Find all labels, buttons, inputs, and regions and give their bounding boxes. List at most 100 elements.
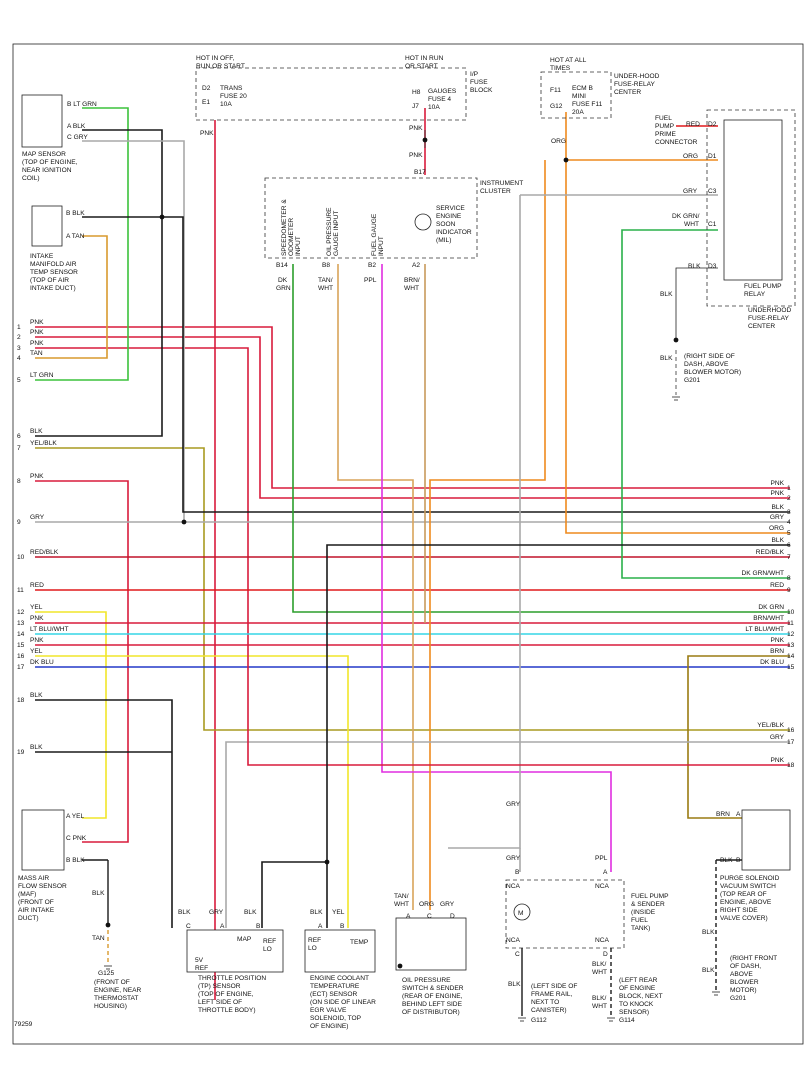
instrument-cluster-label: CLUSTER: [480, 188, 511, 195]
left-wire-number: 8: [17, 478, 21, 485]
instrument-cluster-box: [264, 177, 478, 259]
fuel-pump-label: FUEL: [631, 917, 648, 924]
hot-all-times-label: TIMES: [550, 65, 571, 72]
oil-switch-label: BEHIND LEFT SIDE: [402, 1001, 463, 1008]
right-wire-number: 11: [787, 620, 794, 627]
iat-sensor-label: INTAKE: [30, 253, 54, 260]
fuel-pump-box: [505, 879, 625, 949]
trans-fuse-label: FUSE 20: [220, 93, 247, 100]
pin-b17: B17: [414, 169, 426, 176]
left-wire-label: YEL/BLK: [30, 440, 57, 447]
left-wire-label: RED/BLK: [30, 549, 59, 556]
ect-ref-lo-label: LO: [308, 945, 317, 952]
right-wire-number: 8: [787, 575, 791, 582]
trans-fuse-label: 10A: [220, 101, 232, 108]
left-wire-number: 1: [17, 324, 21, 331]
wire-pnk-18: [247, 640, 790, 766]
right-wire-label: PNK: [770, 757, 784, 764]
left-wire-number: 9: [17, 519, 21, 526]
ground-icons: [104, 396, 720, 1022]
right-wire-label: PNK: [770, 637, 784, 644]
dk-grn-wht-label: DK GRN/: [672, 213, 700, 220]
right-wire-label: GRY: [770, 734, 785, 741]
iat-sensor-label: (TOP OF AIR: [30, 277, 69, 284]
ect-sensor-label: TEMPERATURE: [310, 983, 360, 990]
hot-run-start-label: HOT IN RUN: [405, 55, 444, 62]
tp-sensor: [186, 929, 284, 973]
wire-dk-grn: [292, 264, 790, 613]
gauges-fuse-label: 10A: [428, 104, 440, 111]
left-wire-label: PNK: [30, 319, 44, 326]
fuel-pump-label: & SENDER: [631, 901, 665, 908]
right-wire-label: RED: [770, 582, 784, 589]
brn-label: BRN: [716, 811, 730, 818]
ses-indicator-label: SERVICE: [436, 205, 465, 212]
maf-pin-b: B BLK: [66, 857, 85, 864]
ground-note-label: BLOCK, NEXT: [619, 993, 663, 1000]
pin-b14: B14: [276, 262, 288, 269]
nca-label: NCA: [506, 883, 521, 890]
right-wire-label: BRN/WHT: [753, 615, 784, 622]
right-wire-number: 5: [787, 530, 791, 537]
left-wire-number: 10: [17, 554, 25, 561]
pnk-label: PNK: [409, 152, 423, 159]
purge-solenoid-label: (TOP REAR OF: [720, 891, 767, 898]
right-wire-label: ORG: [769, 525, 784, 532]
tan-wht-label: TAN/: [394, 893, 409, 900]
wire-left-2: [35, 336, 790, 499]
wire-left-18: [35, 699, 173, 928]
cluster-input-label: SPEEDOMETER &: [281, 199, 288, 256]
left-wire-number: 19: [17, 749, 25, 756]
blk-label: BLK: [720, 857, 733, 864]
gauges-fuse-label: GAUGES: [428, 88, 457, 95]
ip-fuse-block-label: I/P: [470, 71, 479, 78]
right-wire-number: 1: [787, 485, 791, 492]
right-wire-number: 13: [787, 642, 795, 649]
left-wire-label: BLK: [30, 428, 43, 435]
ground-note-label: (LEFT SIDE OF: [531, 983, 577, 990]
ecm-fuse-label: 20A: [572, 109, 584, 116]
pin-a: A: [220, 923, 225, 930]
left-wire-number: 17: [17, 664, 25, 671]
ground-note-label: (FRONT OF: [94, 979, 130, 986]
left-wire-number: 16: [17, 653, 25, 660]
pin-d3: D3: [708, 263, 717, 270]
wire-left-1: [35, 326, 790, 489]
underhood-center-label: CENTER: [748, 323, 775, 330]
ground-note-label: TO KNOCK: [619, 1001, 654, 1008]
gry-label: GRY: [506, 801, 521, 808]
gry-label: GRY: [440, 901, 455, 908]
ground-g201-label: G201: [730, 995, 746, 1002]
map-sensor-label: MAP SENSOR: [22, 151, 66, 158]
oil-switch-label: (REAR OF ENGINE,: [402, 993, 463, 1000]
fuel-pump-relay-label: RELAY: [744, 291, 766, 298]
left-wire-label: PNK: [30, 340, 44, 347]
cluster-input-label: FUEL GAUGE: [371, 213, 378, 256]
ecm-fuse-block: [540, 71, 612, 119]
ground-note-label: FRAME RAIL,: [531, 991, 573, 998]
left-wire-label: RED: [30, 582, 44, 589]
right-wire-number: 9: [787, 587, 791, 594]
ppl-label: PPL: [595, 855, 608, 862]
ppl-label: PPL: [364, 277, 377, 284]
left-wire-number: 13: [17, 620, 25, 627]
tp-5v-ref-label: 5V: [195, 957, 204, 964]
tan-label: TAN: [92, 935, 105, 942]
left-wire-label: BLK: [30, 692, 43, 699]
pin-d2: D2: [202, 85, 211, 92]
hot-off-run-start-label: HOT IN OFF,: [196, 55, 235, 62]
pin-d2: D2: [708, 121, 717, 128]
fuel-pump-label: TANK): [631, 925, 650, 932]
ecm-fuse-label: FUSE F11: [572, 101, 603, 108]
tp-5v-ref-label: REF: [195, 965, 208, 972]
maf-pin-a: A YEL: [66, 813, 85, 820]
cluster-input-label: ODOMETER: [288, 218, 295, 256]
pin-g12: G12: [550, 103, 563, 110]
wire-brn-purge: [687, 655, 790, 819]
right-wire-number: 15: [787, 664, 795, 671]
yel-label: YEL: [332, 909, 345, 916]
wire-left-6: [35, 129, 163, 437]
purge-solenoid-label: RIGHT SIDE: [720, 907, 758, 914]
ect-sensor-label: OF ENGINE): [310, 1023, 348, 1030]
wire-blk-tp: [261, 861, 327, 928]
